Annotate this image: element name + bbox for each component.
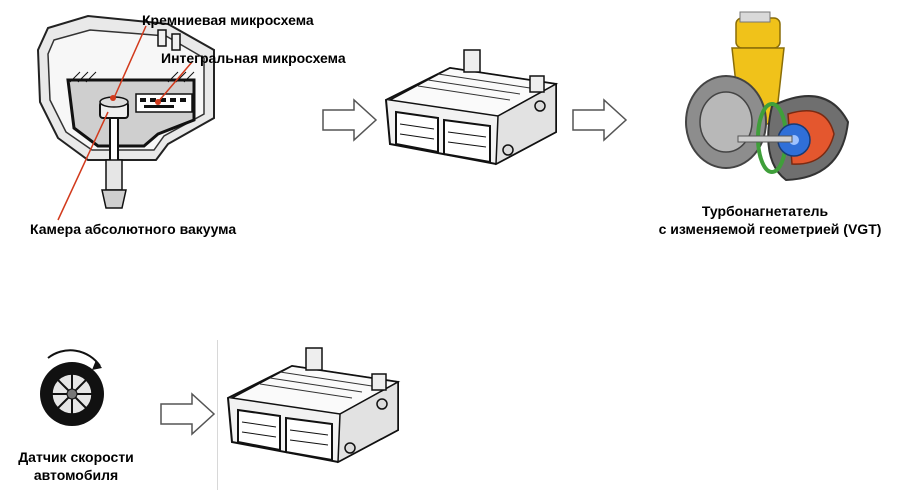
arrow-right-icon — [322, 98, 378, 142]
leader-line-vacuum — [57, 111, 109, 221]
divider — [217, 340, 218, 490]
ecu-illustration — [380, 40, 568, 180]
label-turbo-line1: Турбонагнетатель — [701, 203, 829, 219]
label-speed-sensor-line2: автомобиля — [33, 467, 119, 483]
leader-line-silicon — [113, 25, 147, 99]
wheel-speed-icon — [30, 348, 114, 432]
arrow-right-icon — [572, 98, 628, 142]
label-silicon-chip: Кремниевая микросхема — [142, 12, 314, 28]
label-integrated-chip: Интегральная микросхема — [161, 50, 346, 66]
ecu-illustration — [222, 338, 410, 478]
label-speed-sensor-line1: Датчик скорости — [18, 449, 134, 465]
leader-lines — [57, 25, 193, 221]
turbocharger-illustration — [676, 10, 856, 200]
label-turbo-line2: с изменяемой геометрией (VGT) — [658, 221, 882, 237]
arrow-right-icon — [160, 392, 216, 436]
label-vacuum-chamber: Камера абсолютного вакуума — [30, 221, 237, 237]
leader-line-integrated — [157, 61, 193, 103]
